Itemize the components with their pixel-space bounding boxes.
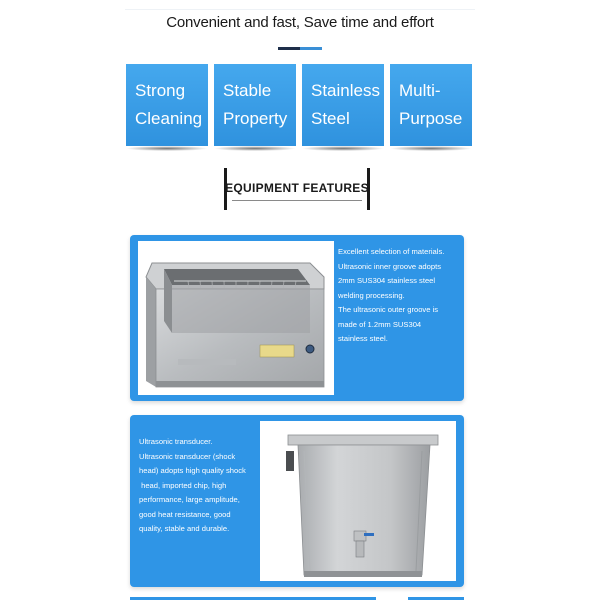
tile-shadow bbox=[126, 146, 208, 151]
tile-shadow bbox=[214, 146, 296, 151]
feature-panel-materials: Excellent selection of materials. Ultras… bbox=[130, 235, 464, 401]
bottom-accent-line-right bbox=[408, 597, 464, 600]
features-heading-label: EQUIPMENT FEATURES bbox=[225, 181, 369, 195]
panel1-line: made of 1.2mm SUS304 bbox=[338, 319, 422, 329]
panel2-line: performance, large amplitude, bbox=[139, 495, 240, 504]
tile-stable-property: Stable Property bbox=[214, 64, 296, 146]
title-underline bbox=[278, 47, 322, 50]
tile-stainless-steel: Stainless Steel bbox=[302, 64, 384, 146]
panel1-line: The ultrasonic outer groove is bbox=[338, 305, 439, 314]
ultrasonic-tank-image bbox=[145, 262, 325, 388]
panel1-line: stainless steel. bbox=[338, 334, 388, 343]
panel1-text: Excellent selection of materials. Ultras… bbox=[338, 245, 462, 347]
ultrasonic-tank-side-image bbox=[286, 434, 439, 577]
panel1-line: welding processing. bbox=[338, 290, 405, 300]
bottom-accent-line bbox=[130, 597, 376, 600]
heading-left-bar bbox=[224, 168, 227, 210]
tank-side-photo bbox=[260, 421, 456, 581]
panel2-text: Ultrasonic transducer. Ultrasonic transd… bbox=[139, 435, 263, 537]
heading-right-bar bbox=[367, 168, 370, 210]
panel1-line: Excellent selection of materials. bbox=[338, 247, 445, 256]
panel2-line: Ultrasonic transducer. bbox=[139, 437, 213, 446]
tile-multi-purpose: Multi- Purpose bbox=[390, 64, 472, 146]
panel2-line: good heat resistance, good bbox=[139, 509, 231, 519]
heading-underline bbox=[232, 200, 362, 201]
tile-strong-cleaning: Strong Cleaning bbox=[126, 64, 208, 146]
panel2-line: Ultrasonic transducer (shock bbox=[139, 451, 236, 461]
page-title: Convenient and fast, Save time and effor… bbox=[166, 14, 434, 31]
features-heading: EQUIPMENT FEATURES bbox=[224, 168, 370, 210]
panel1-line: Ultrasonic inner groove adopts bbox=[338, 261, 441, 271]
feature-tiles: Strong Cleaning Stable Property Stainles… bbox=[126, 64, 472, 151]
tank-photo bbox=[138, 241, 334, 395]
top-divider bbox=[125, 9, 475, 10]
tile-shadow bbox=[302, 146, 384, 151]
panel1-line: 2mm SUS304 stainless steel bbox=[338, 276, 436, 285]
feature-panel-transducer: Ultrasonic transducer. Ultrasonic transd… bbox=[130, 415, 464, 587]
panel2-line: head) adopts high quality shock bbox=[139, 466, 246, 475]
panel2-line: head, imported chip, high bbox=[139, 480, 227, 490]
tile-shadow bbox=[390, 146, 472, 151]
panel2-line: quality, stable and durable. bbox=[139, 524, 230, 533]
